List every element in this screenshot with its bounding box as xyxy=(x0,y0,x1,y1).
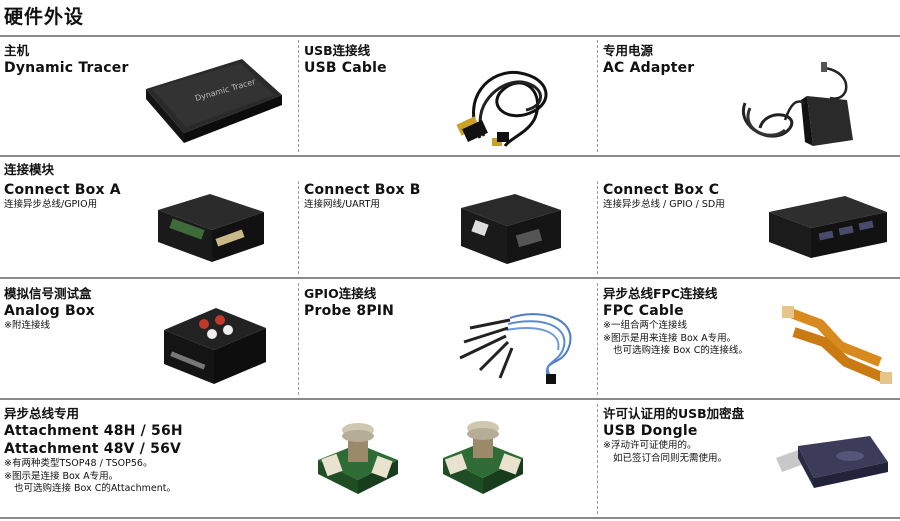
item-cn-label: 异步总线FPC连接线 xyxy=(603,286,718,301)
item-note: 连接网线/UART用 xyxy=(304,199,380,210)
column-divider xyxy=(298,181,299,274)
item-en-label: Attachment 48H / 56H xyxy=(4,423,183,439)
item-en-label: Dynamic Tracer xyxy=(4,60,129,76)
item-en-label: Probe 8PIN xyxy=(304,303,395,319)
item-connect-box-c: Connect Box C 连接异步总线 / GPIO / SD用 xyxy=(603,181,895,212)
item-note: ※浮动许可证使用的。 xyxy=(603,440,697,451)
item-cn-label: USB连接线 xyxy=(304,43,371,58)
item-fpc-cable: 异步总线FPC连接线 FPC Cable ※一组合两个连接线 ※图示是用来连接 … xyxy=(603,285,895,358)
item-en-label: Connect Box B xyxy=(304,182,421,198)
item-note: ※附连接线 xyxy=(4,320,50,331)
item-usb-dongle: 许可认证用的USB加密盘 USB Dongle ※浮动许可证使用的。 如已签订合… xyxy=(603,405,895,465)
analog-box-photo xyxy=(160,300,270,388)
connect-box-c-photo xyxy=(765,192,890,267)
ac-adapter-photo xyxy=(735,58,865,153)
item-note: ※有两种类型TSOP48 / TSOP56。 xyxy=(4,458,153,469)
item-ac-adapter: 专用电源 AC Adapter xyxy=(603,42,895,77)
connect-group-heading: 连接模块 xyxy=(4,161,294,178)
row-divider xyxy=(0,398,900,400)
item-cn-label: 异步总线专用 xyxy=(4,406,80,421)
column-divider xyxy=(298,40,299,152)
item-cn-label: 专用电源 xyxy=(603,43,654,58)
item-note: ※图示是用来连接 Box A专用。 xyxy=(603,332,737,344)
item-en-label: Attachment 48V / 56V xyxy=(4,441,182,457)
item-en-label: USB Cable xyxy=(304,60,387,76)
item-en-label: Connect Box A xyxy=(4,182,121,198)
item-en-label: USB Dongle xyxy=(603,423,698,439)
item-cn-label: 主机 xyxy=(4,43,30,58)
main-unit-photo: Dynamic Tracer xyxy=(142,55,287,145)
usb-cable-photo xyxy=(450,58,560,153)
item-note: ※一组合两个连接线 xyxy=(603,320,687,331)
item-en-label: Analog Box xyxy=(4,303,95,319)
column-divider xyxy=(298,283,299,395)
connect-box-b-photo xyxy=(455,190,565,270)
usb-dongle-photo xyxy=(770,432,895,497)
fpc-cable-photo xyxy=(780,302,895,387)
item-note: ※图示是连接 Box A专用。 xyxy=(4,470,119,482)
item-connect-box-a: Connect Box A 连接异步总线/GPIO用 xyxy=(4,181,294,212)
item-connect-box-b: Connect Box B 连接网线/UART用 xyxy=(304,181,594,212)
column-divider xyxy=(597,404,598,514)
column-divider xyxy=(597,40,598,152)
item-cn-label: 模拟信号测试盒 xyxy=(4,286,92,301)
attachment-48v-photo xyxy=(435,412,530,507)
item-gpio-probe: GPIO连接线 Probe 8PIN xyxy=(304,285,594,320)
item-note: 连接异步总线 / GPIO / SD用 xyxy=(603,199,725,210)
item-analog-box: 模拟信号测试盒 Analog Box ※附连接线 xyxy=(4,285,294,333)
connect-box-a-photo xyxy=(150,190,270,270)
item-usb-cable: USB连接线 USB Cable xyxy=(304,42,594,77)
item-cn-label: 许可认证用的USB加密盘 xyxy=(603,406,745,421)
item-attachment: 异步总线专用 Attachment 48H / 56H Attachment 4… xyxy=(4,405,294,496)
row-divider xyxy=(0,517,900,519)
item-note: 如已签订合同则无需使用。 xyxy=(613,452,728,464)
attachment-48h-photo xyxy=(310,410,405,505)
column-divider xyxy=(597,181,598,274)
item-en-label: Connect Box C xyxy=(603,182,720,198)
item-note: 也可选购连接 Box C的连接线。 xyxy=(613,345,748,356)
page-title: 硬件外设 xyxy=(4,6,85,28)
row-divider xyxy=(0,277,900,279)
row-divider xyxy=(0,155,900,157)
item-main-unit: 主机 Dynamic Tracer xyxy=(4,42,294,77)
column-divider xyxy=(597,283,598,395)
row-divider xyxy=(0,35,900,37)
item-en-label: FPC Cable xyxy=(603,303,684,319)
group-cn-label: 连接模块 xyxy=(4,162,55,177)
gpio-probe-photo xyxy=(450,298,585,388)
item-cn-label: GPIO连接线 xyxy=(304,286,377,301)
item-note: 连接异步总线/GPIO用 xyxy=(4,199,98,210)
item-en-label: AC Adapter xyxy=(603,60,695,76)
item-note: 也可选购连接 Box C的Attachment。 xyxy=(14,483,177,494)
